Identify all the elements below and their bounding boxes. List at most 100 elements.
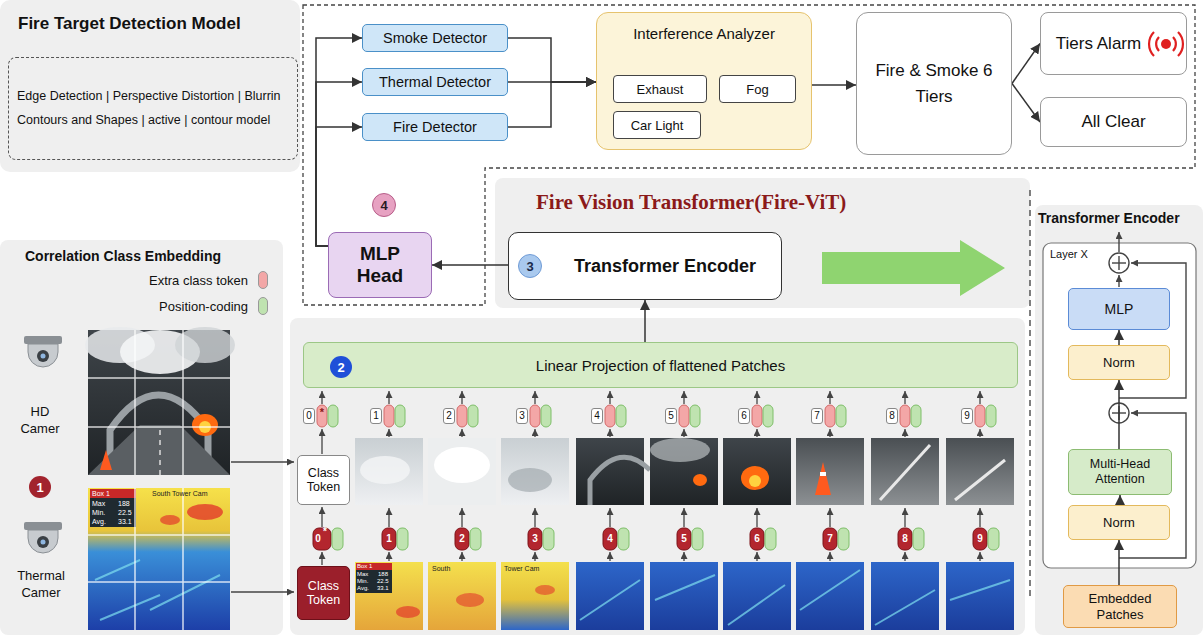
node-text: All Clear <box>1081 112 1145 132</box>
flow-arrow <box>822 240 1005 296</box>
thermal-readout: South <box>432 565 450 572</box>
callout-number: 3 <box>518 254 542 278</box>
token-pills <box>313 405 999 550</box>
node-text: Fog <box>746 82 768 97</box>
class-token-box: Class Token <box>297 566 350 620</box>
node-text: Car Light <box>631 118 684 133</box>
encoder-box: Transformer Encoder <box>508 232 782 300</box>
node-text: Tiers Alarm <box>1056 34 1141 54</box>
tier-box: Fire & Smoke 6 Tiers <box>856 12 1012 155</box>
token-index: 1 <box>370 408 382 424</box>
interference-box: Exhaust <box>613 75 707 103</box>
thermal-readout: 188 <box>378 571 388 577</box>
token-star: * <box>317 407 327 418</box>
node-text: Edge Detection | Perspective Distortion … <box>17 85 289 133</box>
token-index: 3 <box>516 408 528 424</box>
connector-arrow <box>508 38 596 82</box>
node-text: Class Token <box>298 579 349 608</box>
token-index: 4 <box>603 530 617 548</box>
thermal-patches <box>355 562 1014 630</box>
token-index: 0 <box>303 408 315 424</box>
interference-box: Fog <box>719 75 796 103</box>
detector-box: Fire Detector <box>362 113 508 141</box>
mlp-box: MLP <box>1068 288 1170 330</box>
connector-arrow <box>316 127 362 246</box>
node-text: Transformer Encoder <box>574 256 756 277</box>
node-text: Norm <box>1103 355 1135 370</box>
node-text: Exhaust <box>637 82 684 97</box>
connector-arrow <box>1118 380 1120 449</box>
thermal-readout: Avg. <box>92 518 106 525</box>
node-text: Fire Target Detection Model <box>18 14 241 34</box>
token-index: 8 <box>886 408 898 424</box>
thermal-readout: 33.1 <box>377 585 389 591</box>
token-index: 6 <box>738 408 750 424</box>
node-text: Fire Detector <box>393 119 477 135</box>
callout-number: 4 <box>372 193 396 217</box>
legend-swatch <box>258 297 268 315</box>
thermal-readout: Max <box>357 571 368 577</box>
norm-box: Norm <box>1068 505 1170 540</box>
node-text: Correlation Class Embedding <box>25 248 221 264</box>
connector-arrow <box>508 82 596 127</box>
node-text: MLP Head <box>348 243 412 287</box>
connector-arrow <box>432 264 508 266</box>
token-index: 9 <box>973 530 987 548</box>
camera-label: Thermal Camer <box>12 568 70 602</box>
panel: Transformer EncoderLayer XMLPNormMulti-H… <box>1035 205 1203 635</box>
layer-box: Layer XMLPNormMulti-Head AttentionNorm <box>1043 243 1196 568</box>
token-index: 0 <box>313 530 323 548</box>
thermal-readout: South Tower Cam <box>152 490 208 497</box>
connector-arrow <box>1012 84 1040 123</box>
thermal-readout: Max <box>92 500 105 507</box>
node-text: Class Token <box>298 466 349 495</box>
class-token-box: Class Token <box>297 455 350 505</box>
camera-label: HD Camer <box>18 404 62 438</box>
node-text: Multi-Head Attention <box>1071 457 1169 487</box>
callout-number: 1 <box>29 476 51 498</box>
connector-arrow <box>812 84 856 86</box>
token-index: 5 <box>665 408 677 424</box>
hd-image <box>85 327 235 475</box>
detector-box: Smoke Detector <box>362 24 508 52</box>
token-index: 6 <box>750 530 764 548</box>
analyzer-box: Interference AnalyzerExhaust FogCar Light <box>596 12 812 150</box>
thermal-readout: Box 1 <box>357 563 372 569</box>
thermal-readout: 188 <box>118 500 130 507</box>
clear-box: All Clear <box>1040 97 1187 147</box>
panel: Fire Vision Transformer(Fire-ViT) Transfo… <box>495 178 1030 308</box>
connector-arrow <box>1119 495 1121 505</box>
thermal-readout: 22.5 <box>377 578 389 584</box>
node-text: Thermal Detector <box>379 74 491 90</box>
thermal-readout: Box 1 <box>92 490 110 497</box>
thermal-readout: Min. <box>357 578 368 584</box>
token-index: 1 <box>382 530 396 548</box>
token-index: 9 <box>961 408 973 424</box>
thermal-readout: Min. <box>92 509 105 516</box>
attention-box: Multi-Head Attention <box>1068 449 1172 495</box>
node-text: Transformer Encoder <box>1038 210 1180 226</box>
thermal-readout: Tower Cam <box>504 565 539 572</box>
node-text: MLP <box>1105 301 1134 317</box>
thermal-camera-icon <box>24 522 62 553</box>
callout-number: 2 <box>330 356 352 378</box>
connector-arrow <box>1012 44 1040 84</box>
connector-arrow <box>1118 330 1120 345</box>
panel: Fire Target Detection ModelEdge Detectio… <box>0 0 300 172</box>
token-index: 5 <box>677 530 691 548</box>
alarm-icon <box>1149 32 1183 56</box>
token-index: 3 <box>528 530 542 548</box>
mlp-head-box: MLP Head <box>328 232 432 298</box>
alarm-box: Tiers Alarm <box>1040 12 1187 75</box>
node-text: Smoke Detector <box>383 30 487 46</box>
thermal-image <box>88 488 230 630</box>
connector-arrow <box>1118 540 1120 585</box>
connector-arrow <box>316 82 362 246</box>
thermal-readout: 22.5 <box>118 509 132 516</box>
node-text: Fire Vision Transformer(Fire-ViT) <box>536 190 846 215</box>
hd-camera-icon <box>24 336 62 367</box>
node-text: Interference Analyzer <box>633 25 775 42</box>
interference-box: Car Light <box>613 111 701 139</box>
